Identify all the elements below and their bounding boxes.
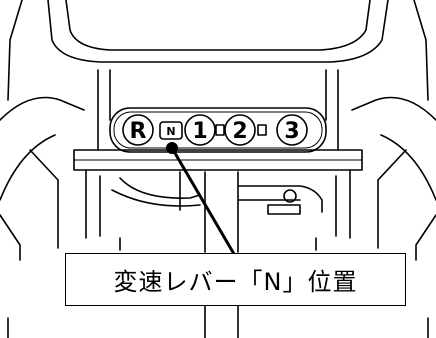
gate-position-r-label: R xyxy=(130,119,147,144)
gate-position-1: 1 xyxy=(184,114,216,146)
leader-line xyxy=(166,142,236,255)
gate-position-1-label: 1 xyxy=(192,119,207,144)
gate-separator xyxy=(257,124,267,136)
gate-position-3: 3 xyxy=(276,114,308,146)
gate-position-2: 2 xyxy=(224,114,256,146)
leader-arrow xyxy=(170,147,236,255)
gate-plate xyxy=(73,107,363,171)
gate-position-n: N xyxy=(159,121,183,140)
gate-position-r: R xyxy=(122,114,154,146)
lower-mechanism xyxy=(85,169,351,338)
gate-position-3-label: 3 xyxy=(284,119,299,144)
gate-separator xyxy=(215,124,225,136)
shift-positions: R N 1 2 3 xyxy=(122,114,308,146)
caption-text: 変速レバー「N」位置 xyxy=(113,268,358,296)
caption-box: 変速レバー「N」位置 xyxy=(65,253,406,306)
gate-position-n-label: N xyxy=(166,125,175,138)
gate-position-2-label: 2 xyxy=(232,119,247,144)
